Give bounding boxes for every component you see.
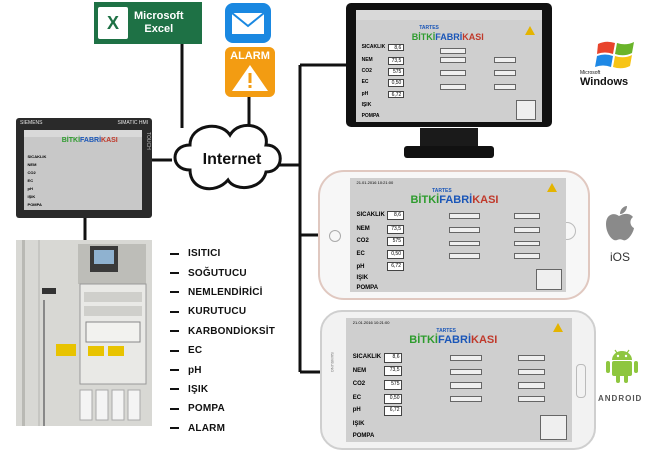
output-list-item: NEMLENDİRİCİ	[170, 283, 275, 302]
hmi-panel: SIEMENS SIMATIC HMI BİTKİFABRİKASI SICAK…	[16, 118, 152, 218]
alarm-badge: ALARM	[225, 47, 275, 97]
output-label: KARBONDİOKSİT	[188, 325, 276, 337]
windows-logo-icon	[595, 41, 634, 69]
warning-icon	[232, 65, 268, 91]
output-list-item: ISITICI	[170, 244, 275, 263]
list-dash	[170, 310, 179, 313]
output-list-item: pH	[170, 360, 275, 379]
list-dash	[170, 388, 179, 391]
android-label: ANDROID	[598, 394, 643, 403]
mail-icon	[225, 3, 271, 43]
ios-label: iOS	[610, 250, 631, 264]
output-list-item: EC	[170, 341, 275, 360]
android-device: SAMSUNG 21.01.2016 10:21:00 TARTES BİTKİ…	[320, 310, 596, 450]
control-cabinet-photo	[16, 240, 152, 426]
output-list-item: SOĞUTUCU	[170, 263, 275, 282]
hmi-brand: SIEMENS	[20, 120, 43, 126]
alarm-label: ALARM	[230, 50, 270, 62]
excel-line2: Excel	[144, 23, 174, 35]
internet-label: Internet	[202, 151, 262, 168]
monitor-stand	[420, 128, 478, 150]
excel-line1: Microsoft	[134, 10, 184, 22]
windows-label: Microsoft Windows	[580, 70, 629, 88]
desktop-monitor: TARTES BİTKİFABRİKASI SICAKLIK NEM CO2 E…	[346, 3, 552, 127]
apple-logo-shape	[606, 206, 634, 241]
output-list-item: IŞIK	[170, 380, 275, 399]
list-dash	[170, 272, 179, 275]
excel-icon: X	[98, 7, 128, 39]
output-list-item: KURUTUCU	[170, 302, 275, 321]
samsung-brand-mark: SAMSUNG	[330, 352, 335, 373]
iphone-screen: 21.01.2016 10:21:00 TARTES BİTKİFABRİKAS…	[350, 178, 566, 292]
output-list: ISITICI SOĞUTUCU NEMLENDİRİCİ KURUTUCU KARBO…	[170, 244, 275, 438]
hmi-touch-label: TOUCH	[145, 132, 151, 150]
list-dash	[170, 291, 179, 294]
excel-badge: X Microsoft Excel	[94, 2, 202, 44]
output-label: IŞIK	[188, 383, 209, 395]
output-label: ISITICI	[188, 248, 221, 260]
output-list-item: POMPA	[170, 399, 275, 418]
android-screen: 21.01.2016 10:21:00 TARTES BİTKİFABRİKAS…	[346, 318, 572, 442]
output-list-item: KARBONDİOKSİT	[170, 322, 275, 341]
hmi-screen: BİTKİFABRİKASI SICAKLIK NEM CO2 EC pH IŞ…	[24, 130, 142, 210]
list-dash	[170, 427, 179, 430]
iphone-device: 21.01.2016 10:21:00 TARTES BİTKİFABRİKAS…	[318, 170, 590, 300]
list-dash	[170, 252, 179, 255]
output-label: pH	[188, 364, 202, 376]
output-label: ALARM	[188, 422, 226, 434]
output-label: SOĞUTUCU	[188, 267, 247, 279]
output-label: NEMLENDİRİCİ	[188, 286, 263, 298]
hmi-model: SIMATIC HMI	[117, 120, 148, 126]
monitor-screen: TARTES BİTKİFABRİKASI SICAKLIK NEM CO2 E…	[356, 10, 542, 122]
output-label: KURUTUCU	[188, 306, 247, 318]
list-dash	[170, 349, 179, 352]
output-label: POMPA	[188, 403, 225, 415]
output-label: EC	[188, 345, 203, 357]
internet-cloud	[173, 124, 282, 191]
list-dash	[170, 330, 179, 333]
list-dash	[170, 369, 179, 372]
list-dash	[170, 407, 179, 410]
output-list-item: ALARM	[170, 419, 275, 438]
android-logo-icon	[606, 349, 638, 383]
monitor-base	[404, 146, 494, 158]
